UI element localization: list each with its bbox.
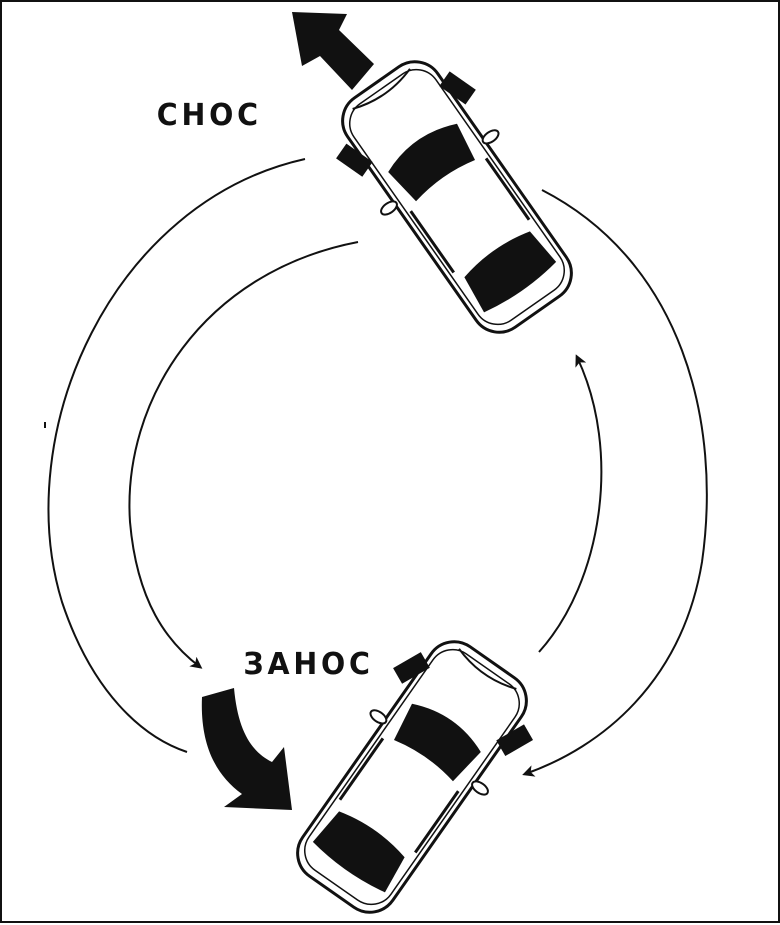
- inner-left-arc-arrow: [128, 241, 359, 669]
- label-zanos: ЗАНОС: [243, 647, 374, 682]
- car-top: [336, 60, 573, 334]
- big-curved-arrow-bottom: [201, 688, 292, 810]
- big-arrow-top: [292, 12, 374, 90]
- outer-right-arc: [522, 189, 708, 777]
- label-snos: СНОС: [156, 98, 262, 133]
- inner-right-arc-arrow: [538, 354, 603, 653]
- outer-left-arc: [47, 158, 306, 753]
- car-bottom: [296, 640, 534, 914]
